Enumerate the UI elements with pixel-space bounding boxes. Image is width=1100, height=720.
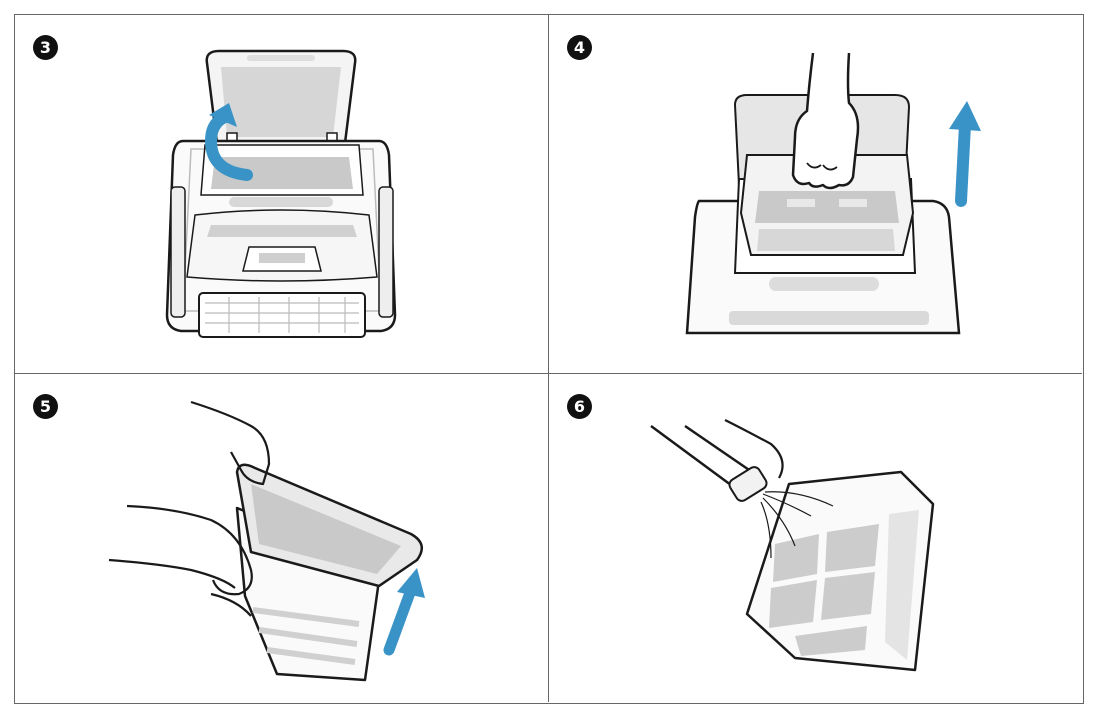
step-number-badge: 5 — [33, 394, 58, 419]
step-number-badge: 4 — [567, 35, 592, 60]
step-number-badge: 3 — [33, 35, 58, 60]
step-panel-4: 4 — [549, 15, 1082, 374]
instruction-grid: 3 — [14, 14, 1084, 704]
hose-rinse-filter-illustration — [650, 419, 935, 672]
lift-filter-basket-illustration — [685, 52, 981, 335]
step-panel-3: 3 — [15, 15, 549, 374]
step-number-badge: 6 — [567, 394, 592, 419]
step-panel-5: 5 — [15, 374, 549, 702]
remove-basket-frame-illustration — [108, 400, 425, 682]
robot-lid-open-illustration — [165, 49, 397, 338]
step-panel-6: 6 — [549, 374, 1082, 702]
